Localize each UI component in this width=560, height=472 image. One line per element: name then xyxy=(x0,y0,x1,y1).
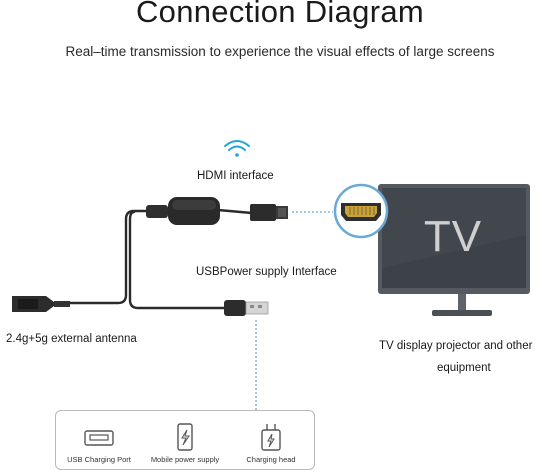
antenna-connector xyxy=(12,296,70,312)
usb-power-label: USBPower supply Interface xyxy=(196,266,337,278)
diagram-title: Connection Diagram xyxy=(136,0,424,29)
hdmi-interface-label: HDMI interface xyxy=(197,170,274,182)
hdmi-dongle xyxy=(146,197,220,225)
cable-lines xyxy=(68,208,254,310)
wifi-icon xyxy=(224,140,250,157)
power-bank-label: Mobile power supply xyxy=(150,455,220,464)
power-source-usb-port: USB Charging Port xyxy=(56,411,142,469)
hdmi-port-callout xyxy=(333,183,389,239)
antenna-label: 2.4g+5g external antenna xyxy=(6,333,137,345)
tv-display-label-line2: equipment xyxy=(437,362,491,374)
power-bank-icon xyxy=(177,423,193,451)
usb-port-label: USB Charging Port xyxy=(67,455,131,464)
power-source-charger: Charging head xyxy=(228,411,314,469)
usb-port-icon xyxy=(84,430,114,446)
tv-screen-text: TV xyxy=(423,212,483,261)
power-source-panel: USB Charging Port Mobile power supply Ch… xyxy=(55,410,315,470)
power-source-mobile: Mobile power supply xyxy=(142,411,228,469)
usb-plug xyxy=(224,300,269,316)
charger-label: Charging head xyxy=(246,455,296,464)
hdmi-plug xyxy=(250,204,288,221)
charger-plug-icon xyxy=(261,424,281,451)
tv-display-label-line1: TV display projector and other xyxy=(379,340,533,352)
tv-monitor xyxy=(378,184,530,316)
diagram-subtitle: Real–time transmission to experience the… xyxy=(65,44,495,59)
